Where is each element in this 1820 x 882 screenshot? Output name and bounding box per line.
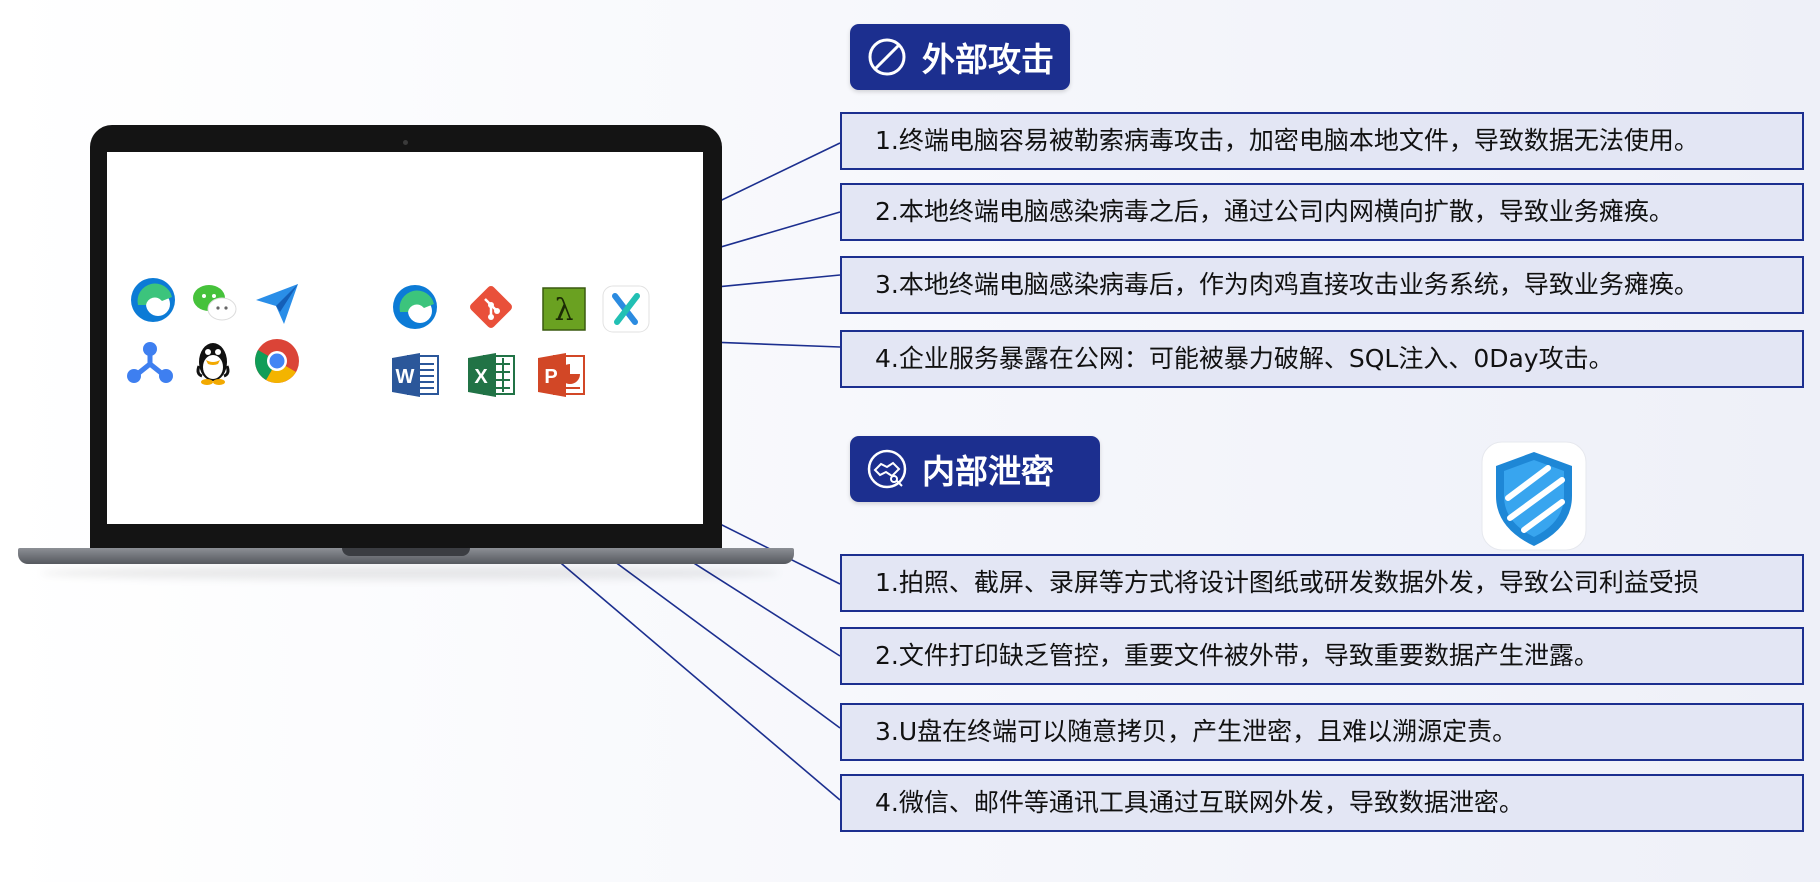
internal-leak-header: 内部泄密 xyxy=(850,436,1100,502)
svg-text:λ: λ xyxy=(554,293,573,328)
wechat-icon xyxy=(193,285,237,321)
svg-text:X: X xyxy=(474,366,488,388)
internal-leak-item-2: 2.文件打印缺乏管控，重要文件被外带，导致重要数据产生泄露。 xyxy=(840,627,1804,685)
prohibited-icon xyxy=(868,38,906,76)
external-attack-item-3: 3.本地终端电脑感染病毒后，作为肉鸡直接攻击业务系统，导致业务瘫痪。 xyxy=(840,256,1804,314)
edge-icon xyxy=(393,285,437,329)
share-node-icon xyxy=(127,342,173,383)
external-attack-item-2: 2.本地终端电脑感染病毒之后，通过公司内网横向扩散，导致业务瘫痪。 xyxy=(840,183,1804,241)
shield-icon xyxy=(1481,441,1587,551)
excel-icon: X xyxy=(468,353,515,397)
edge-icon xyxy=(131,278,175,322)
powerpoint-icon: P xyxy=(538,353,585,397)
external-attack-item-4: 4.企业服务暴露在公网：可能被暴力破解、SQL注入、0Day攻击。 xyxy=(840,330,1804,388)
svg-text:W: W xyxy=(396,366,415,388)
send-icon xyxy=(256,284,298,324)
external-attack-header: 外部攻击 xyxy=(850,24,1070,90)
handshake-icon xyxy=(867,449,907,489)
internal-leak-item-4: 4.微信、邮件等通讯工具通过互联网外发，导致数据泄密。 xyxy=(840,774,1804,832)
internal-leak-title: 内部泄密 xyxy=(922,452,1054,491)
laptop-base xyxy=(18,548,794,564)
laptop-notch xyxy=(342,548,470,556)
laptop-shadow xyxy=(40,566,780,580)
external-attack-item-1: 1.终端电脑容易被勒索病毒攻击，加密电脑本地文件，导致数据无法使用。 xyxy=(840,112,1804,170)
word-icon: W xyxy=(392,353,439,397)
internal-leak-item-1: 1.拍照、截屏、录屏等方式将设计图纸或研发数据外发，导致公司利益受损 xyxy=(840,554,1804,612)
lambda-icon: λ xyxy=(542,287,586,331)
xmind-icon xyxy=(602,285,650,333)
laptop-camera xyxy=(403,140,408,145)
internal-leak-item-3: 3.U盘在终端可以随意拷贝，产生泄密，且难以溯源定责。 xyxy=(840,703,1804,761)
chrome-icon xyxy=(255,339,299,383)
git-icon xyxy=(470,286,512,328)
laptop-screen xyxy=(107,152,703,524)
external-attack-title: 外部攻击 xyxy=(922,40,1054,79)
qq-icon xyxy=(196,343,230,385)
svg-text:P: P xyxy=(544,366,557,388)
